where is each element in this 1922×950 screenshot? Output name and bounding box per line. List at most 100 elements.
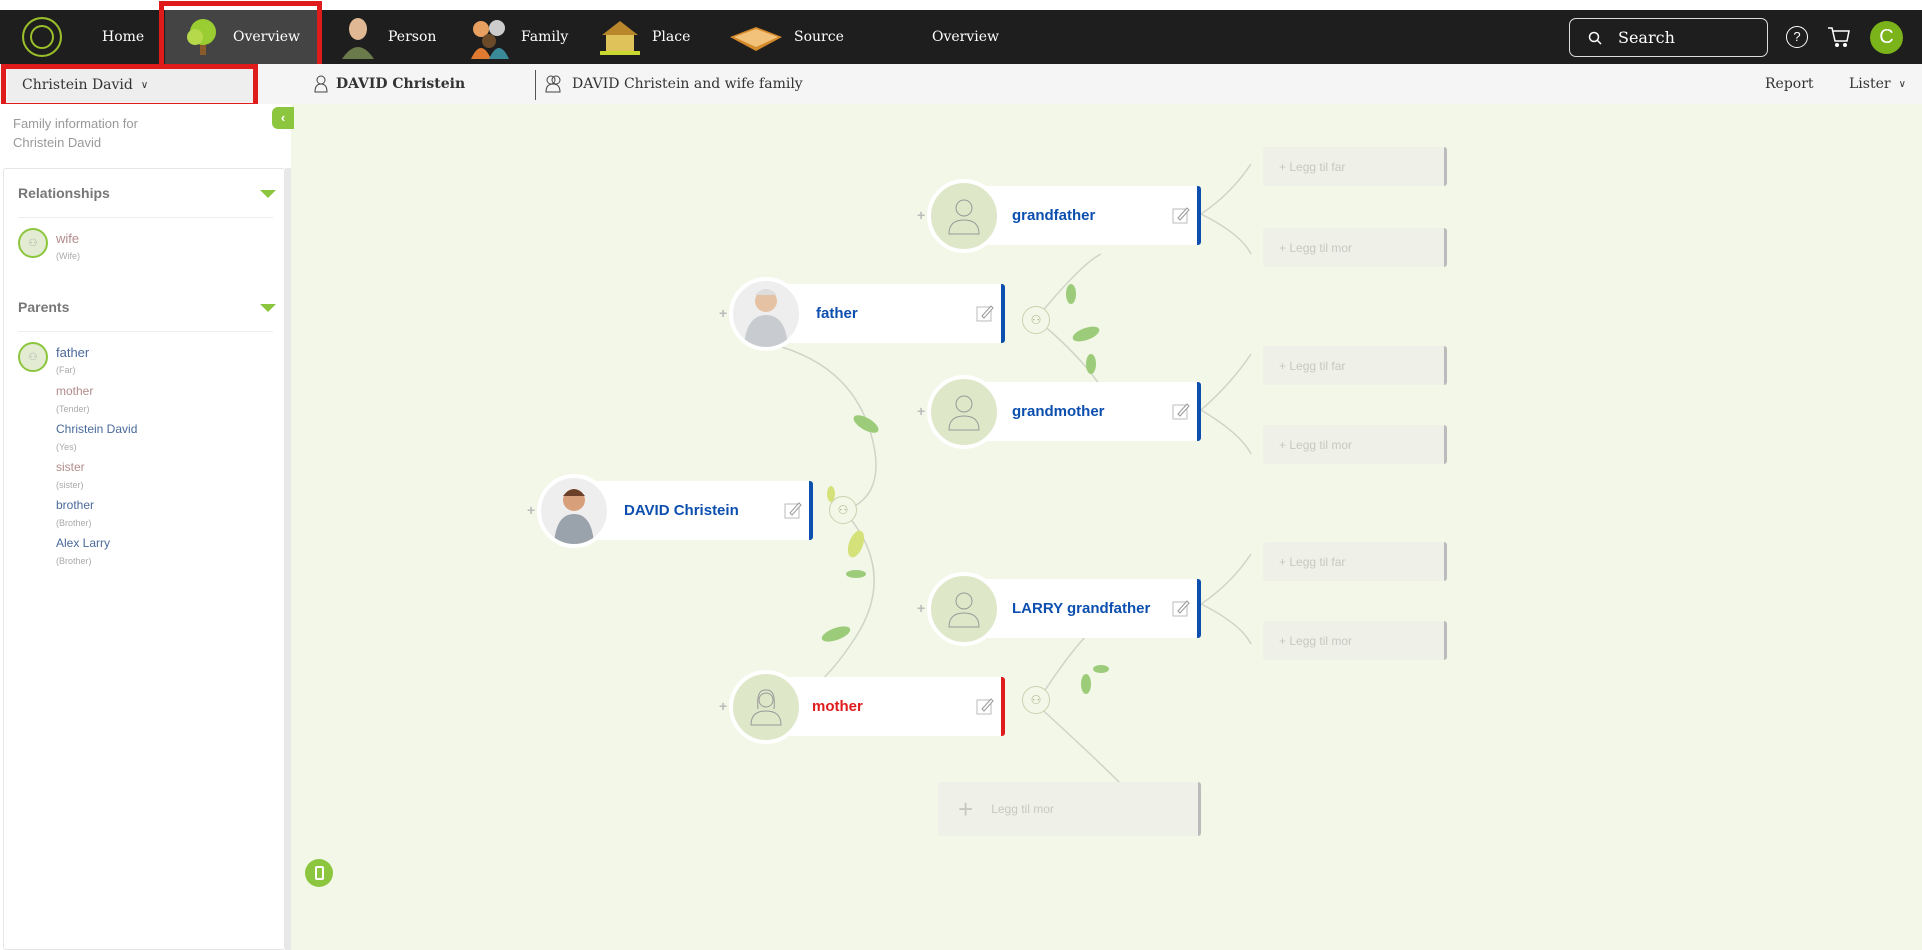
parent-type: (Tender) [56,404,90,414]
person-name[interactable]: father [816,305,858,322]
sidebar-scrollbar[interactable] [285,168,291,950]
person-name[interactable]: grandfather [1012,207,1096,224]
add-icon[interactable]: + [719,698,728,714]
nav-label: Home [102,29,145,45]
add-icon[interactable]: + [917,207,926,223]
man-photo-icon [744,289,788,347]
logo-icon[interactable] [22,17,62,57]
couple-icon[interactable]: ⚇ [1022,686,1050,714]
sibling-name[interactable]: Christein David [56,422,138,436]
add-father-button[interactable]: + Legg til far [1263,542,1447,581]
sidebar-panel: Relationships ⚇ wife (Wife) Parents ⚇ fa… [3,168,285,950]
add-icon[interactable]: + [527,502,536,518]
lister-label: Lister [1849,76,1891,92]
person-selector[interactable]: Christein David∨ [8,68,253,102]
person-name[interactable]: mother [812,698,863,715]
couple-icon: ⚇ [28,237,38,249]
lister-dropdown[interactable]: Lister ∨ [1849,64,1906,104]
plus-icon: + [958,793,974,824]
add-mother-button[interactable]: + Legg til mor [1263,425,1447,464]
nav-label: Place [652,29,691,45]
chevron-down-icon: ∨ [1898,78,1906,90]
add-mother-button[interactable]: + Legg til mor [1263,621,1447,660]
nav-label: Person [388,29,437,45]
person-card-mother[interactable]: mother [766,677,1005,736]
couple-icon: ⚇ [28,351,38,363]
woman-outline-icon [750,689,782,726]
collapse-triangle-icon[interactable] [260,304,276,312]
sibling-name[interactable]: Alex Larry [56,536,111,550]
couple-icon[interactable]: ⚇ [829,496,857,524]
nav-overview-2[interactable]: Overview [932,10,999,64]
person-card-grandmother[interactable]: grandmother [964,382,1201,441]
collapse-sidebar-button[interactable]: ‹ [272,107,294,129]
nav-label: Overview [932,29,1000,45]
mobile-view-button[interactable] [305,859,333,887]
sibling-name[interactable]: brother [56,498,95,512]
relation-name[interactable]: wife [56,231,80,246]
person-card-self[interactable]: DAVID Christein [574,481,813,540]
report-link[interactable]: Report [1765,64,1814,104]
sibling-type: (Brother) [56,518,92,528]
person-name[interactable]: LARRY grandfather [1012,600,1151,617]
section-relationships: Relationships [18,185,110,201]
avatar-placeholder-female [729,670,803,744]
book-icon [730,27,782,51]
person-name[interactable]: DAVID Christein [624,502,739,519]
edit-icon[interactable] [976,697,994,715]
chevron-down-icon: ∨ [140,79,149,91]
tab-person[interactable]: DAVID Christein [314,64,465,104]
search-input[interactable]: Search [1569,18,1768,57]
nav-home[interactable]: Home [102,10,144,64]
subheader [0,64,1922,104]
help-icon[interactable]: ? [1786,26,1808,48]
search-placeholder: Search [1618,28,1675,47]
nav-label: Family [521,29,569,45]
parent-name[interactable]: mother [56,384,94,398]
avatar-placeholder [927,572,1001,646]
edit-icon[interactable] [1172,402,1190,420]
cart-icon[interactable] [1827,26,1851,48]
wife-avatar[interactable]: ⚇ [18,228,48,258]
nav-source[interactable]: Source [728,10,844,64]
family-icon [545,75,561,93]
edit-icon[interactable] [784,501,802,519]
tree-icon [187,19,216,55]
couple-icon[interactable]: ⚇ [1022,306,1050,334]
person-card-larry[interactable]: LARRY grandfather [964,579,1201,638]
person-photo [729,277,803,351]
add-icon[interactable]: + [719,305,728,321]
add-icon[interactable]: + [917,403,926,419]
add-father-button[interactable]: + Legg til far [1263,346,1447,385]
nav-person[interactable]: Person [338,10,436,64]
nav-label: Source [794,29,844,45]
sidebar [0,104,290,950]
sibling-name[interactable]: sister [56,460,85,474]
person-name[interactable]: grandmother [1012,403,1105,420]
avatar[interactable]: C [1870,21,1903,54]
parent-name[interactable]: father [56,345,90,360]
sibling-type: (sister) [56,480,84,490]
sibling-type: (Brother) [56,556,92,566]
collapse-triangle-icon[interactable] [260,190,276,198]
parents-avatar[interactable]: ⚇ [18,342,48,372]
person-outline-icon [948,592,980,628]
add-father-button[interactable]: + Legg til far [1263,147,1447,186]
nav-family[interactable]: Family [467,10,568,64]
add-icon[interactable]: + [917,600,926,616]
edit-icon[interactable] [1172,206,1190,224]
parent-type: (Far) [56,365,76,375]
edit-icon[interactable] [1172,599,1190,617]
tab-family[interactable]: DAVID Christein and wife family [544,64,803,104]
info-line: Christein David [13,135,102,150]
nav-place[interactable]: Place [598,10,690,64]
family-label: DAVID Christein and wife family [572,76,803,92]
person-card-grandfather[interactable]: grandfather [964,186,1201,245]
person-card-father[interactable]: father [766,284,1005,343]
nav-overview[interactable]: Overview [165,10,317,64]
person-photo [537,474,611,548]
add-mother-button[interactable]: + Legg til mor [1263,228,1447,267]
edit-icon[interactable] [976,304,994,322]
add-mother-large-button[interactable]: +Legg til mor [938,782,1201,836]
